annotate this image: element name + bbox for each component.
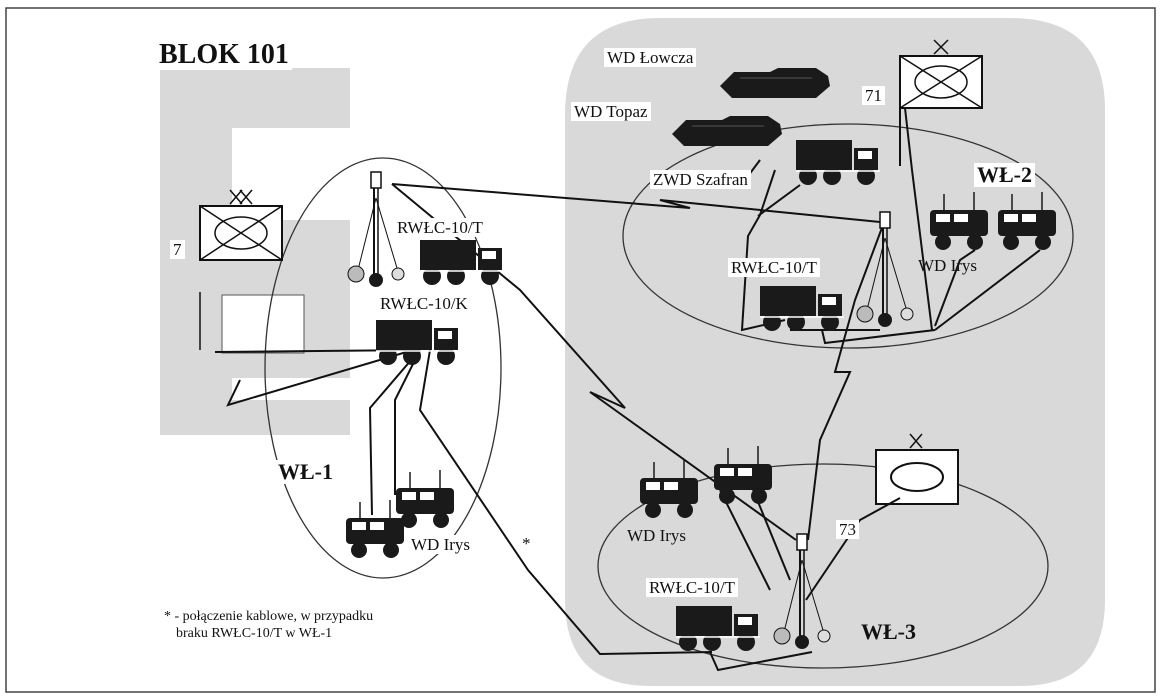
truck-rwlc-k — [375, 319, 461, 366]
command-post-71-symbol — [899, 39, 983, 109]
label-zwd-szafran: ZWD Szafran — [650, 170, 751, 189]
building-inner-rect — [221, 294, 305, 354]
label-rwlc-t-right: RWŁC-10/T — [728, 258, 820, 277]
diagram-title: BLOK 101 — [156, 40, 292, 70]
label-star: * — [519, 534, 534, 553]
label-wd-irys-left: WD Irys — [408, 535, 474, 554]
tank-wd-topaz — [671, 115, 783, 147]
label-wl1: WŁ-1 — [275, 460, 336, 484]
outer-frame — [5, 7, 1156, 693]
label-number-7: 7 — [170, 240, 185, 259]
jeep-wd-irys-left-2 — [345, 499, 405, 559]
footnote-line-2: braku RWŁC-10/T w WŁ-1 — [176, 626, 333, 641]
label-wl3: WŁ-3 — [861, 619, 916, 644]
label-wd-topaz: WD Topaz — [571, 102, 651, 121]
tank-wd-lowcza — [719, 67, 831, 99]
label-rwlc-k: RWŁC-10/K — [377, 294, 471, 313]
label-rwlc-t-bottom: RWŁC-10/T — [646, 578, 738, 597]
label-wd-lowcza: WD Łowcza — [604, 48, 697, 67]
command-post-7-symbol — [199, 189, 283, 261]
connection-lines — [214, 60, 1041, 672]
footnote-line-1: * - połączenie kablowe, w przypadku — [164, 609, 374, 624]
command-post-73-symbol — [875, 433, 959, 505]
label-number-71: 71 — [862, 86, 885, 105]
truck-rwlc-t-left — [419, 239, 505, 286]
label-number-73: 73 — [836, 520, 859, 539]
label-wd-irys-right: WD Irys — [918, 256, 978, 275]
jeep-wd-irys-left-1 — [395, 469, 455, 529]
footnote: * - połączenie kablowe, w przypadku brak… — [164, 608, 373, 642]
ellipse-wl2 — [622, 123, 1074, 349]
ellipse-wl1 — [264, 157, 502, 579]
label-wl2: WŁ-2 — [974, 163, 1035, 187]
label-rwlc-t-left: RWŁC-10/T — [394, 218, 486, 237]
label-wd-irys-bottom: WD Irys — [627, 526, 687, 545]
ellipse-wl3 — [597, 463, 1049, 669]
